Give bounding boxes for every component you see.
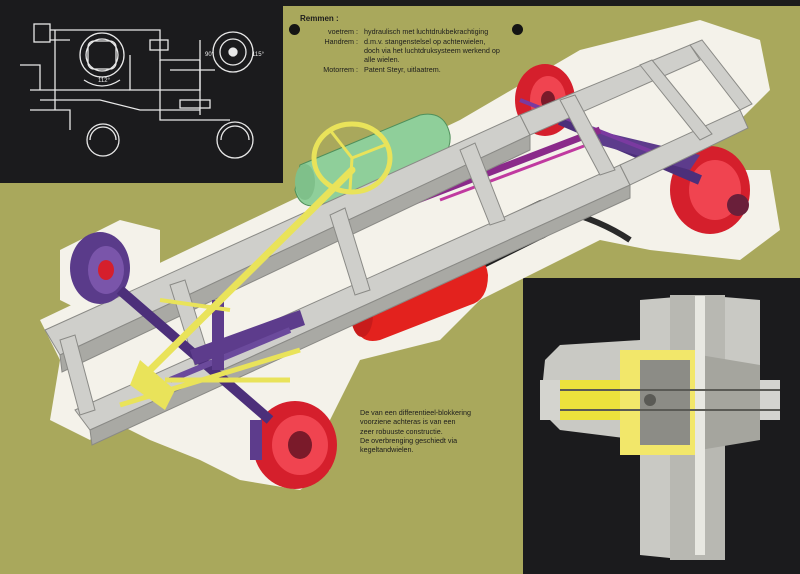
caption-line: kegeltandwielen.	[360, 445, 414, 455]
front-wheel-right	[250, 401, 337, 489]
brake-schematic	[20, 23, 254, 159]
steering-assembly	[119, 121, 393, 410]
brake-title: Remmen :	[300, 14, 339, 23]
brake-row-text: d.m.v. stangenstelsel op achterwielen, d…	[364, 37, 500, 64]
caption-line: voorziene achteras is van een	[360, 417, 456, 427]
brake-row: Handrem : d.m.v. stangenstelsel op achte…	[300, 37, 560, 64]
brake-row: Motorrem : Patent Steyr, uitlaatrem.	[300, 65, 560, 74]
brake-row-label: Motorrem :	[323, 65, 358, 74]
brake-row-label: voetrem :	[328, 27, 358, 36]
binder-hole	[289, 24, 300, 35]
brake-specs: Remmen : voetrem : hydraulisch met lucht…	[300, 14, 560, 75]
binder-hole	[512, 24, 523, 35]
brake-row-text: Patent Steyr, uitlaatrem.	[364, 65, 441, 74]
brake-row: voetrem : hydraulisch met luchtdrukbekra…	[300, 27, 560, 36]
brake-row-text: hydraulisch met luchtdrukbekrachtiging	[364, 27, 489, 36]
differential-caption: De van een differentieel-blokkering voor…	[360, 408, 520, 455]
top-strip	[0, 0, 800, 6]
drive-shaft-highlight	[439, 138, 601, 202]
angle-label-3: 90°	[205, 52, 215, 58]
front-wheel-left	[70, 232, 130, 304]
angle-label-2: 115°	[252, 52, 265, 58]
rear-wheel-right	[670, 146, 750, 234]
angle-label-1: 112°	[98, 78, 111, 84]
front-spring-lower	[168, 327, 292, 383]
caption-line: zeer robuuste constructie.	[360, 426, 443, 436]
brake-row-label: Handrem :	[324, 37, 358, 46]
differential-cutaway	[540, 295, 780, 560]
shock-absorber	[212, 300, 224, 370]
caption-line: De overbrenging geschiedt via	[360, 436, 458, 446]
caption-line: De van een differentieel-blokkering	[360, 408, 471, 417]
